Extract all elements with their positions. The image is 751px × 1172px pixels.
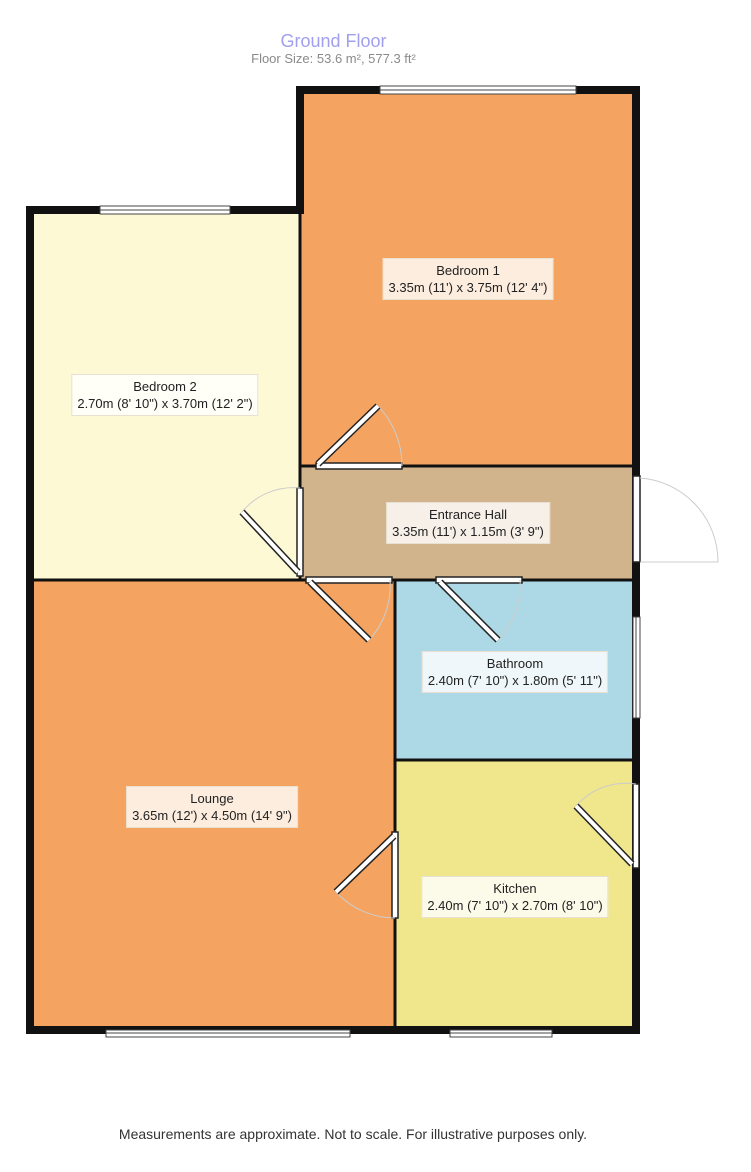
- floor-title: Ground Floor: [280, 31, 387, 51]
- room-label-bathroom: Bathroom 2.40m (7' 10") x 1.80m (5' 11"): [421, 651, 609, 693]
- room-name: Entrance Hall: [428, 507, 508, 522]
- room-label-bedroom-2: Bedroom 2 2.70m (8' 10") x 3.70m (12' 2"…: [71, 374, 259, 416]
- room-label-lounge: Lounge 3.65m (12') x 4.50m (14' 9"): [126, 786, 298, 828]
- room-dimensions: 3.35m (11') x 1.15m (3' 9"): [392, 524, 544, 539]
- room-name: Lounge: [190, 791, 234, 806]
- windows: [99, 85, 641, 1038]
- room-dimensions: 2.40m (7' 10") x 2.70m (8' 10"): [427, 898, 603, 913]
- floor-size: Floor Size: 53.6 m², 577.3 ft²: [251, 51, 416, 66]
- room-label-kitchen: Kitchen 2.40m (7' 10") x 2.70m (8' 10"): [421, 876, 609, 918]
- room-name: Bathroom: [486, 656, 544, 671]
- disclaimer: Measurements are approximate. Not to sca…: [118, 1126, 588, 1142]
- room-dimensions: 2.70m (8' 10") x 3.70m (12' 2"): [77, 396, 253, 411]
- room-name: Kitchen: [493, 881, 537, 896]
- room-dimensions: 3.65m (12') x 4.50m (14' 9"): [132, 808, 292, 823]
- room-name: Bedroom 2: [133, 379, 197, 394]
- room-label-bedroom-1: Bedroom 1 3.35m (11') x 3.75m (12' 4"): [382, 258, 554, 300]
- room-name: Bedroom 1: [436, 263, 500, 278]
- doors: [239, 403, 719, 919]
- room-dimensions: 2.40m (7' 10") x 1.80m (5' 11"): [427, 673, 603, 688]
- room-dimensions: 3.35m (11') x 3.75m (12' 4"): [388, 280, 548, 295]
- room-label-entrance-hall: Entrance Hall 3.35m (11') x 1.15m (3' 9"…: [386, 502, 550, 544]
